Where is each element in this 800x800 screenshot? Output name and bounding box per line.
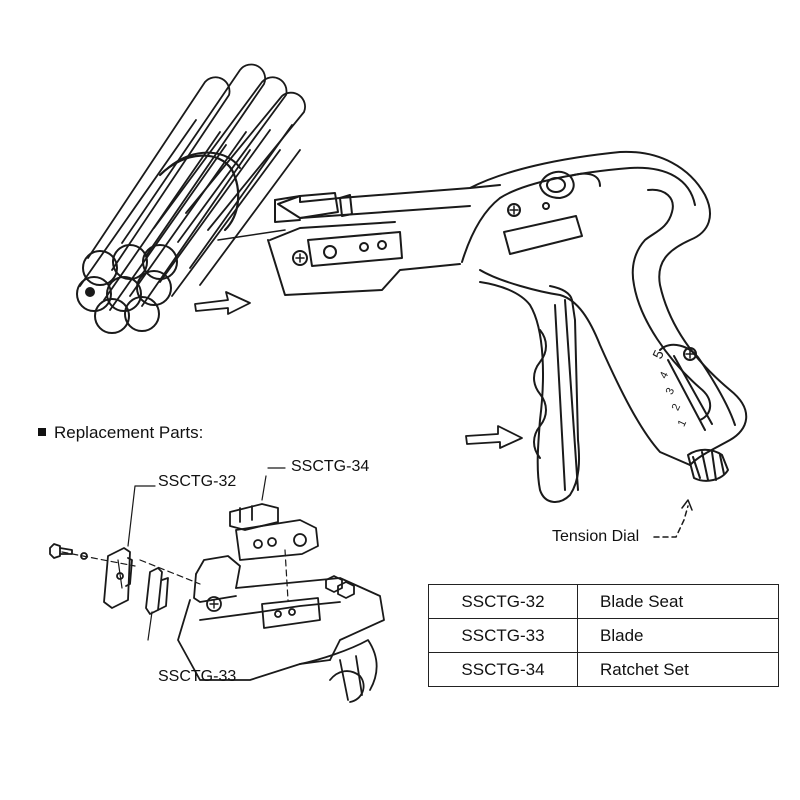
part-name: Ratchet Set (577, 652, 779, 687)
part-code: SSCTG-34 (428, 652, 578, 687)
tension-dial-leader (653, 505, 689, 538)
replacement-parts-heading: Replacement Parts: (38, 423, 203, 443)
cable-bundle (76, 63, 306, 334)
part-name: Blade (577, 618, 779, 653)
arrow-to-nose (194, 291, 251, 315)
dial-scale-1: 1 (676, 418, 689, 429)
bullet-icon (38, 427, 46, 436)
dial-scale-3: 3 (664, 386, 677, 397)
dial-scale-4: 4 (658, 370, 671, 381)
tie-gun-tool (267, 150, 748, 503)
table-row: SSCTG-32 Blade Seat (428, 584, 779, 619)
heading-text: Replacement Parts: (54, 423, 204, 442)
part-code: SSCTG-33 (428, 618, 578, 653)
part-name: Blade Seat (577, 584, 779, 619)
part-code: SSCTG-32 (428, 584, 578, 619)
dial-scale-2: 2 (670, 402, 683, 413)
table-row: SSCTG-34 Ratchet Set (428, 652, 779, 687)
label-ssctg-34: SSCTG-34 (291, 458, 370, 475)
label-tension-dial: Tension Dial (552, 528, 640, 545)
label-ssctg-32: SSCTG-32 (158, 473, 237, 490)
label-ssctg-33: SSCTG-33 (158, 668, 237, 685)
exploded-view (49, 467, 385, 703)
table-row: SSCTG-33 Blade (428, 618, 779, 653)
parts-table: SSCTG-32 Blade Seat SSCTG-33 Blade SSCTG… (428, 584, 779, 687)
arrow-to-trigger (465, 425, 523, 449)
